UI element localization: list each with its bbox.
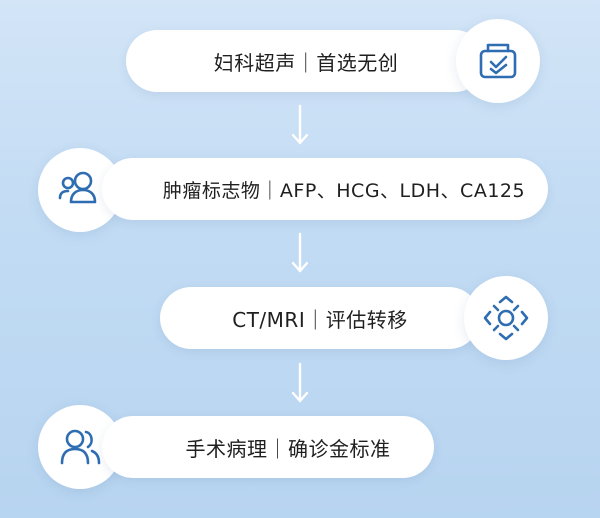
arrow-1 <box>288 103 312 147</box>
arrow-3 <box>288 361 312 405</box>
step-1-label: 妇科超声｜首选无创 <box>213 50 399 75</box>
step-3-label: CT/MRI｜评估转移 <box>232 307 408 332</box>
arrow-2 <box>288 231 312 275</box>
step-1-pill: 妇科超声｜首选无创 <box>126 30 486 92</box>
step-2-pill: 肿瘤标志物｜AFP、HCG、LDH、CA125 <box>102 158 548 220</box>
step-2-label: 肿瘤标志物｜AFP、HCG、LDH、CA125 <box>162 179 526 202</box>
step-4-pill: 手术病理｜确诊金标准 <box>102 416 434 478</box>
users-icon <box>60 429 101 465</box>
user-check-icon <box>58 171 97 204</box>
document-check-icon <box>479 43 517 79</box>
step-4-label: 手术病理｜确诊金标准 <box>185 436 391 461</box>
network-hub-icon <box>483 295 529 341</box>
step-1-icon-badge <box>456 19 540 103</box>
step-3-icon-badge <box>464 276 548 360</box>
step-3-pill: CT/MRI｜评估转移 <box>160 287 480 349</box>
